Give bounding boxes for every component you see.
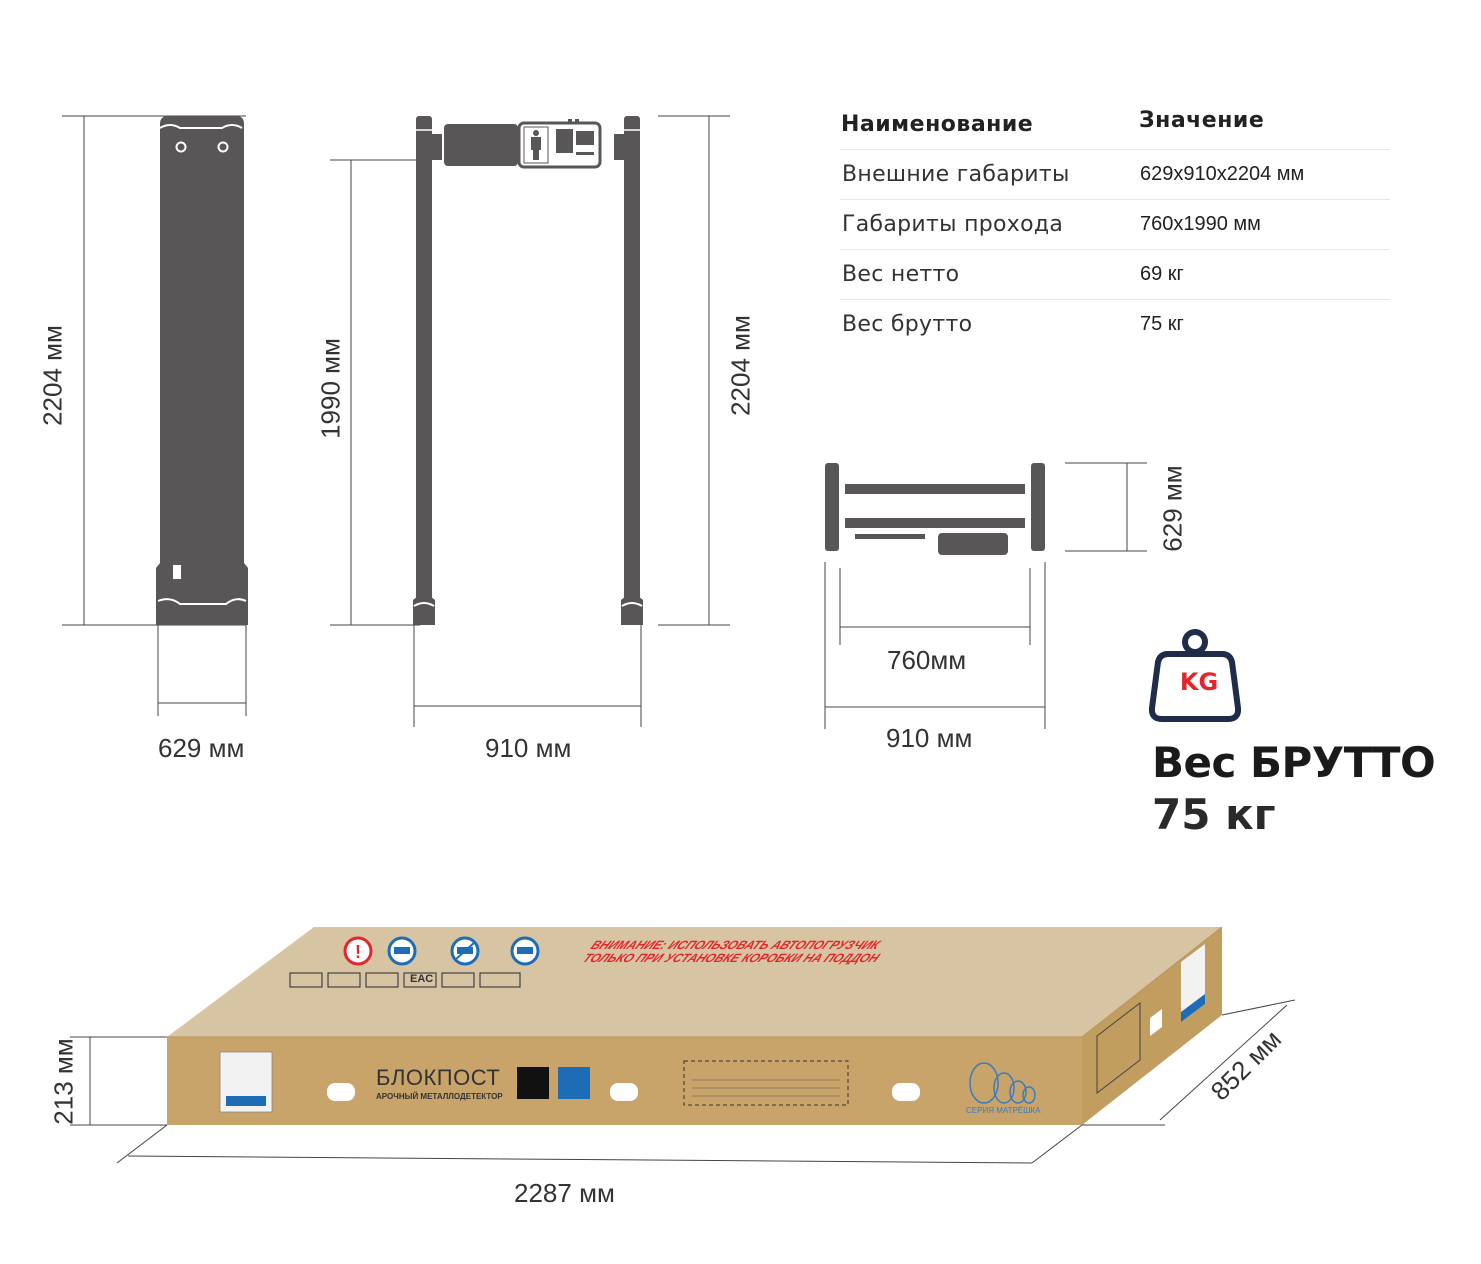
spec-name: Внешние габариты (840, 149, 1138, 200)
column-header-name: Наименование (840, 100, 1138, 150)
column-header-value: Значение (1138, 96, 1390, 146)
spec-name: Вес нетто (840, 249, 1138, 300)
box-height-label: 213 мм (48, 1038, 79, 1125)
kg-weight-icon (1148, 629, 1242, 722)
table-row: Вес брутто 75 кг (840, 300, 1390, 350)
front-width-label: 910 мм (485, 733, 572, 763)
box-length-label: 2287 мм (514, 1178, 615, 1208)
box-subtitle: АРОЧНЫЙ МЕТАЛЛОДЕТЕКТОР (376, 1092, 503, 1101)
box-series-label: СЕРИЯ МАТРЁШКА (966, 1106, 1041, 1115)
front-view-arch (330, 115, 730, 727)
table-row: Габариты прохода 760х1990 мм (840, 199, 1390, 250)
table-row: Вес нетто 69 кг (840, 249, 1390, 300)
box-eac-mark: EAC (410, 973, 434, 985)
inner-height-label: 1990 мм (315, 338, 346, 439)
front-height-label: 2204 мм (725, 315, 756, 416)
gross-weight-title: Вес БРУТТО (1152, 738, 1436, 787)
kg-icon-label: KG (1179, 668, 1219, 696)
side-view-panel (62, 115, 248, 716)
spec-name: Габариты прохода (840, 199, 1138, 250)
side-width-label: 629 мм (158, 733, 245, 763)
table-header-row: Наименование Значение (840, 96, 1390, 150)
matryoshka-logo (969, 1062, 1036, 1104)
box-warning-line1: ВНИМАНИЕ: ИСПОЛЬЗОВАТЬ АВТОПОГРУЗЧИК (587, 938, 883, 952)
top-depth-label: 629 мм (1157, 465, 1188, 552)
spec-name: Вес брутто (842, 312, 973, 337)
spec-value: 75 кг (1140, 313, 1184, 335)
gross-weight-value: 75 кг (1152, 790, 1276, 839)
table-row: Внешние габариты 629х910х2204 мм (840, 149, 1390, 200)
top-inner-width-label: 760мм (887, 645, 967, 675)
box-warning-line2: ТОЛЬКО ПРИ УСТАНОВКЕ КОРОБКИ НА ПОДДОН (579, 951, 883, 965)
specifications-table: Наименование Значение Внешние габариты 6… (840, 96, 1390, 350)
svg-text:!: ! (355, 942, 361, 962)
spec-value: 69 кг (1138, 249, 1390, 300)
spec-value: 629х910х2204 мм (1138, 149, 1390, 200)
box-brand-logo: БЛОКПОСТ (376, 1065, 501, 1090)
top-outer-width-label: 910 мм (886, 723, 973, 753)
top-view (824, 462, 1147, 729)
side-height-label: 2204 мм (37, 325, 68, 426)
spec-value: 760х1990 мм (1138, 199, 1390, 250)
